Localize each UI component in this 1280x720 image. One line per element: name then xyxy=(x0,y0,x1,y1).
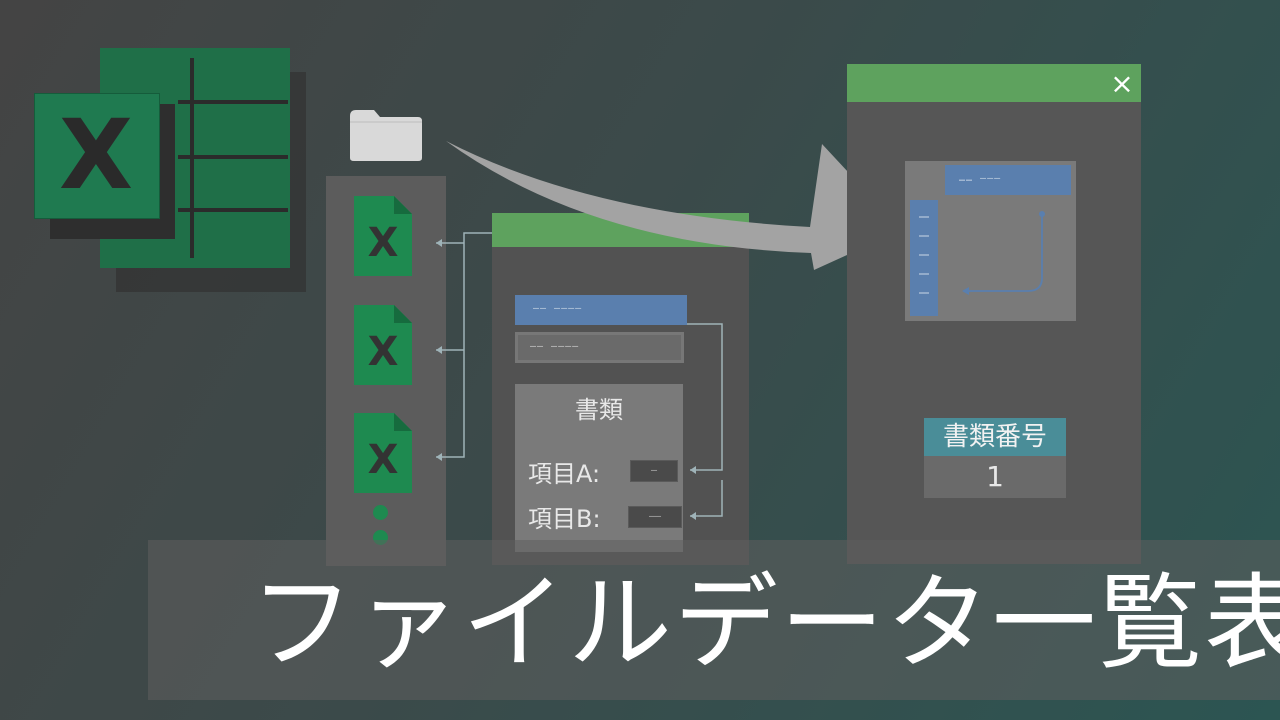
excel-file-icon[interactable]: X xyxy=(354,413,412,493)
excel-logo-grid-line xyxy=(178,208,288,212)
item-a-label: 項目A: xyxy=(528,460,601,488)
excel-logo-letter: X xyxy=(58,99,133,211)
document-number-header: 書類番号 xyxy=(924,418,1066,456)
item-b-label: 項目B: xyxy=(528,505,601,533)
list-field-selected[interactable]: —— ———— xyxy=(515,295,687,325)
excel-logo-grid-line xyxy=(178,100,288,104)
excel-file-letter: X xyxy=(367,437,399,483)
title-banner xyxy=(148,540,1280,700)
preview-header-field: …… ——— xyxy=(945,165,1071,195)
large-window-titlebar xyxy=(847,64,1141,102)
connector-lines xyxy=(436,232,494,461)
field-connector-lines xyxy=(687,323,723,520)
excel-logo-icon xyxy=(34,93,160,219)
list-field-text: —— ———— xyxy=(533,303,583,314)
preview-flow-arrow xyxy=(962,211,1045,295)
excel-file-letter: X xyxy=(367,329,399,375)
excel-file-letter: X xyxy=(367,220,399,266)
item-b-input[interactable]: —— xyxy=(628,506,682,528)
document-title: 書類 xyxy=(575,396,623,424)
more-dot xyxy=(373,505,388,520)
banner-title: ファイルデータ一覧表 xyxy=(250,562,1280,684)
list-field[interactable]: —— ———— xyxy=(515,332,684,363)
excel-logo-grid-line xyxy=(178,155,288,159)
list-field-text: —— ———— xyxy=(530,341,580,352)
item-a-input[interactable]: — xyxy=(630,460,678,482)
curved-arrow-icon xyxy=(446,141,902,270)
close-icon[interactable]: × xyxy=(1110,67,1134,100)
document-number-value: 1 xyxy=(986,460,1004,493)
excel-file-icon[interactable]: X xyxy=(354,196,412,276)
folder-icon xyxy=(350,110,422,161)
preview-header-text: …… ——— xyxy=(959,173,1002,184)
preview-side-dashes xyxy=(919,216,929,294)
excel-file-icon[interactable]: X xyxy=(354,305,412,385)
preview-side-field xyxy=(910,200,938,316)
